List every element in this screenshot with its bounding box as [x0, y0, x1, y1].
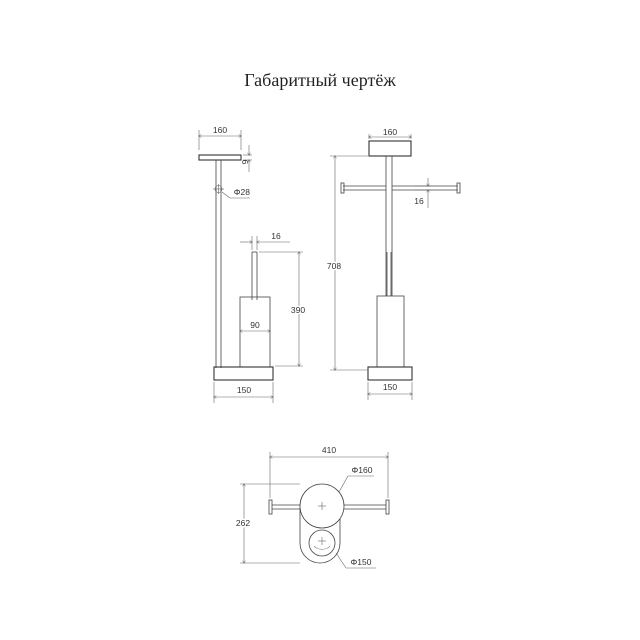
brush-handle-width-label: 16 — [271, 231, 281, 241]
side-top-width-label: 160 — [213, 125, 227, 135]
front-top-tray — [368, 140, 412, 157]
side-rod-diameter-label: Φ28 — [234, 187, 251, 197]
plan-bar-right-cap — [385, 499, 390, 515]
holder-height-label: 390 — [291, 305, 305, 315]
leader-line — [338, 475, 349, 493]
leader-line — [221, 191, 231, 199]
front-base — [367, 366, 413, 381]
front-arm-offset-label: 16 — [414, 196, 424, 206]
plan-holder-arc — [313, 545, 331, 550]
side-base — [213, 366, 274, 381]
side-base-width-label: 150 — [237, 385, 251, 395]
plan-depth-label: 262 — [236, 518, 250, 528]
front-right-arm-cap — [456, 182, 461, 194]
plan-base-diameter-label: Φ150 — [351, 557, 372, 567]
page-title: Габаритный чертёж — [244, 70, 396, 90]
side-view: 160 6 Φ28 16 390 90 — [198, 125, 307, 403]
plan-view: 410 Φ160 262 Φ150 — [234, 445, 390, 569]
side-brush-holder — [239, 296, 271, 368]
plan-top-diameter-label: Φ160 — [352, 465, 373, 475]
leader-line — [335, 552, 347, 569]
side-top-tray — [198, 154, 242, 161]
front-view: 160 708 16 150 — [325, 127, 461, 400]
plan-total-width-label: 410 — [322, 445, 336, 455]
front-left-arm-cap — [340, 182, 345, 194]
front-base-width-label: 150 — [383, 382, 397, 392]
side-top-thickness-label: 6 — [240, 160, 250, 165]
front-total-height-label: 708 — [327, 261, 341, 271]
front-top-width-label: 160 — [383, 127, 397, 137]
plan-bar-left-cap — [268, 499, 273, 515]
plan-holder-circle — [308, 529, 336, 557]
holder-width-label: 90 — [250, 320, 260, 330]
front-brush-holder — [376, 295, 405, 368]
